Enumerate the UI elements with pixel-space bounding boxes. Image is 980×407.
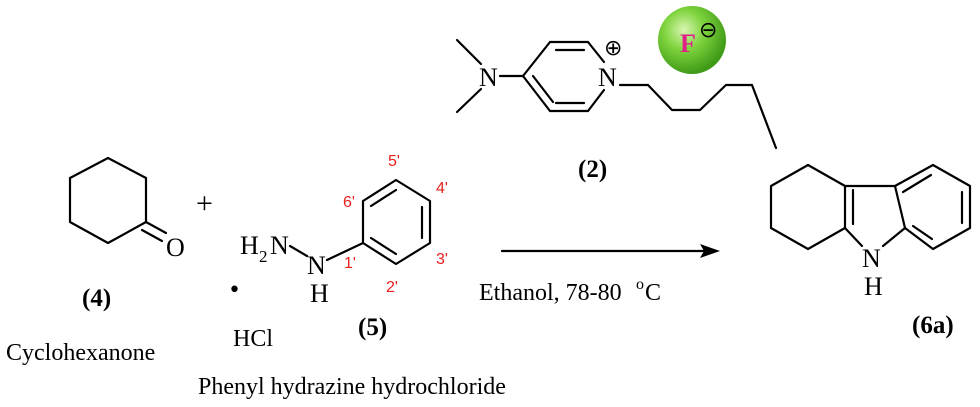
methyl-bond-lower: [455, 87, 483, 114]
pyrrole-n-c7a: [881, 226, 907, 248]
cyclohexanone-name: Cyclohexanone: [6, 340, 155, 366]
benzo-ring: [893, 163, 972, 251]
phenylhydrazine-structure: H 2 N N H 1' 2' 3' 4' 5' 6' • HCl (5) Ph…: [198, 153, 506, 400]
cyclohexanone-structure: O (4) Cyclohexanone: [6, 156, 185, 366]
dimethylamino-n: N: [479, 63, 498, 92]
h2n-n: N: [270, 231, 289, 260]
cyclohexene-ring: [769, 163, 847, 251]
benzo-double-1: [901, 173, 933, 194]
pyrrole-c2-n: [843, 226, 864, 248]
reaction-arrow: [500, 244, 720, 258]
h2n-h: H: [240, 231, 259, 260]
ring-position-4: 4': [436, 180, 448, 197]
hcl-label: HCl: [233, 326, 273, 352]
ring-position-2: 2': [386, 279, 398, 296]
cyclohexane-ring: [68, 156, 148, 245]
reaction-conditions: Ethanol, 78-80 o C: [479, 276, 661, 306]
benzene-ring: [361, 178, 432, 266]
n-n-bond: [288, 244, 309, 258]
compound-number-5: (5): [358, 314, 387, 341]
pyridinium-n: N: [598, 63, 617, 92]
indole-h: H: [864, 272, 883, 301]
ring-position-1: 1': [344, 255, 356, 272]
nh-h: H: [310, 279, 329, 308]
compound-number-4: (4): [82, 285, 111, 312]
fluoride-ball: [658, 6, 726, 74]
ring-position-6: 6': [343, 194, 355, 211]
methyl-bond-upper: [455, 38, 483, 66]
ring-position-3: 3': [436, 251, 448, 268]
benzo-double-3: [911, 224, 934, 241]
positive-charge: ⊕: [604, 36, 622, 61]
oxygen-label: O: [166, 233, 185, 262]
pentyl-chain: [618, 83, 778, 150]
plus-sign: +: [196, 187, 213, 220]
compound-number-2: (2): [578, 156, 607, 183]
conditions-unit: C: [645, 280, 661, 306]
conditions-solvent: Ethanol, 78-80: [479, 280, 622, 306]
carbonyl-bond-2: [140, 228, 164, 243]
tetrahydrocarbazole-structure: N H (6a): [769, 163, 972, 339]
nh-n: N: [307, 251, 326, 280]
carbonyl-bond-1: [144, 220, 168, 235]
phenylhydrazine-name: Phenyl hydrazine hydrochloride: [198, 374, 506, 400]
conditions-degree: o: [636, 276, 644, 293]
compound-number-6a: (6a): [912, 312, 954, 339]
h2n-subscript: 2: [259, 247, 268, 266]
salt-dot: •: [228, 278, 241, 303]
n-c1-bond: [325, 241, 365, 262]
fluoride-charge: ⊖: [699, 18, 717, 43]
reagent-2-structure: N N ⊕ F ⊖ (2): [455, 6, 778, 183]
ring-position-5: 5': [388, 153, 400, 170]
fluoride-label: F: [680, 29, 696, 58]
indole-n: N: [862, 244, 881, 273]
pyridinium-ring: [521, 40, 606, 113]
